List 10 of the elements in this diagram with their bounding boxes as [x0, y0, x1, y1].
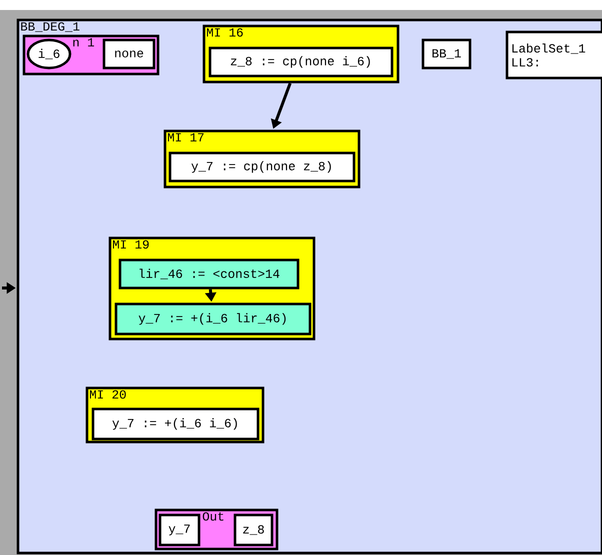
- statement-box: y_7 := cp(none z_8): [168, 152, 356, 182]
- value-box: y_7: [158, 514, 200, 546]
- statement-box: y_7 := +(i_6 i_6): [92, 408, 260, 440]
- statement-box: lir_46 := <const>14: [118, 258, 300, 290]
- value-box: none: [102, 38, 156, 70]
- statement-box: y_7 := +(i_6 lir_46): [114, 302, 312, 336]
- label-set-box: LabelSet_1 LL3:: [506, 30, 602, 80]
- value-box: z_8: [234, 514, 274, 546]
- statement-box: z_8 := cp(none i_6): [208, 46, 394, 78]
- label-box: BB_1: [422, 38, 472, 70]
